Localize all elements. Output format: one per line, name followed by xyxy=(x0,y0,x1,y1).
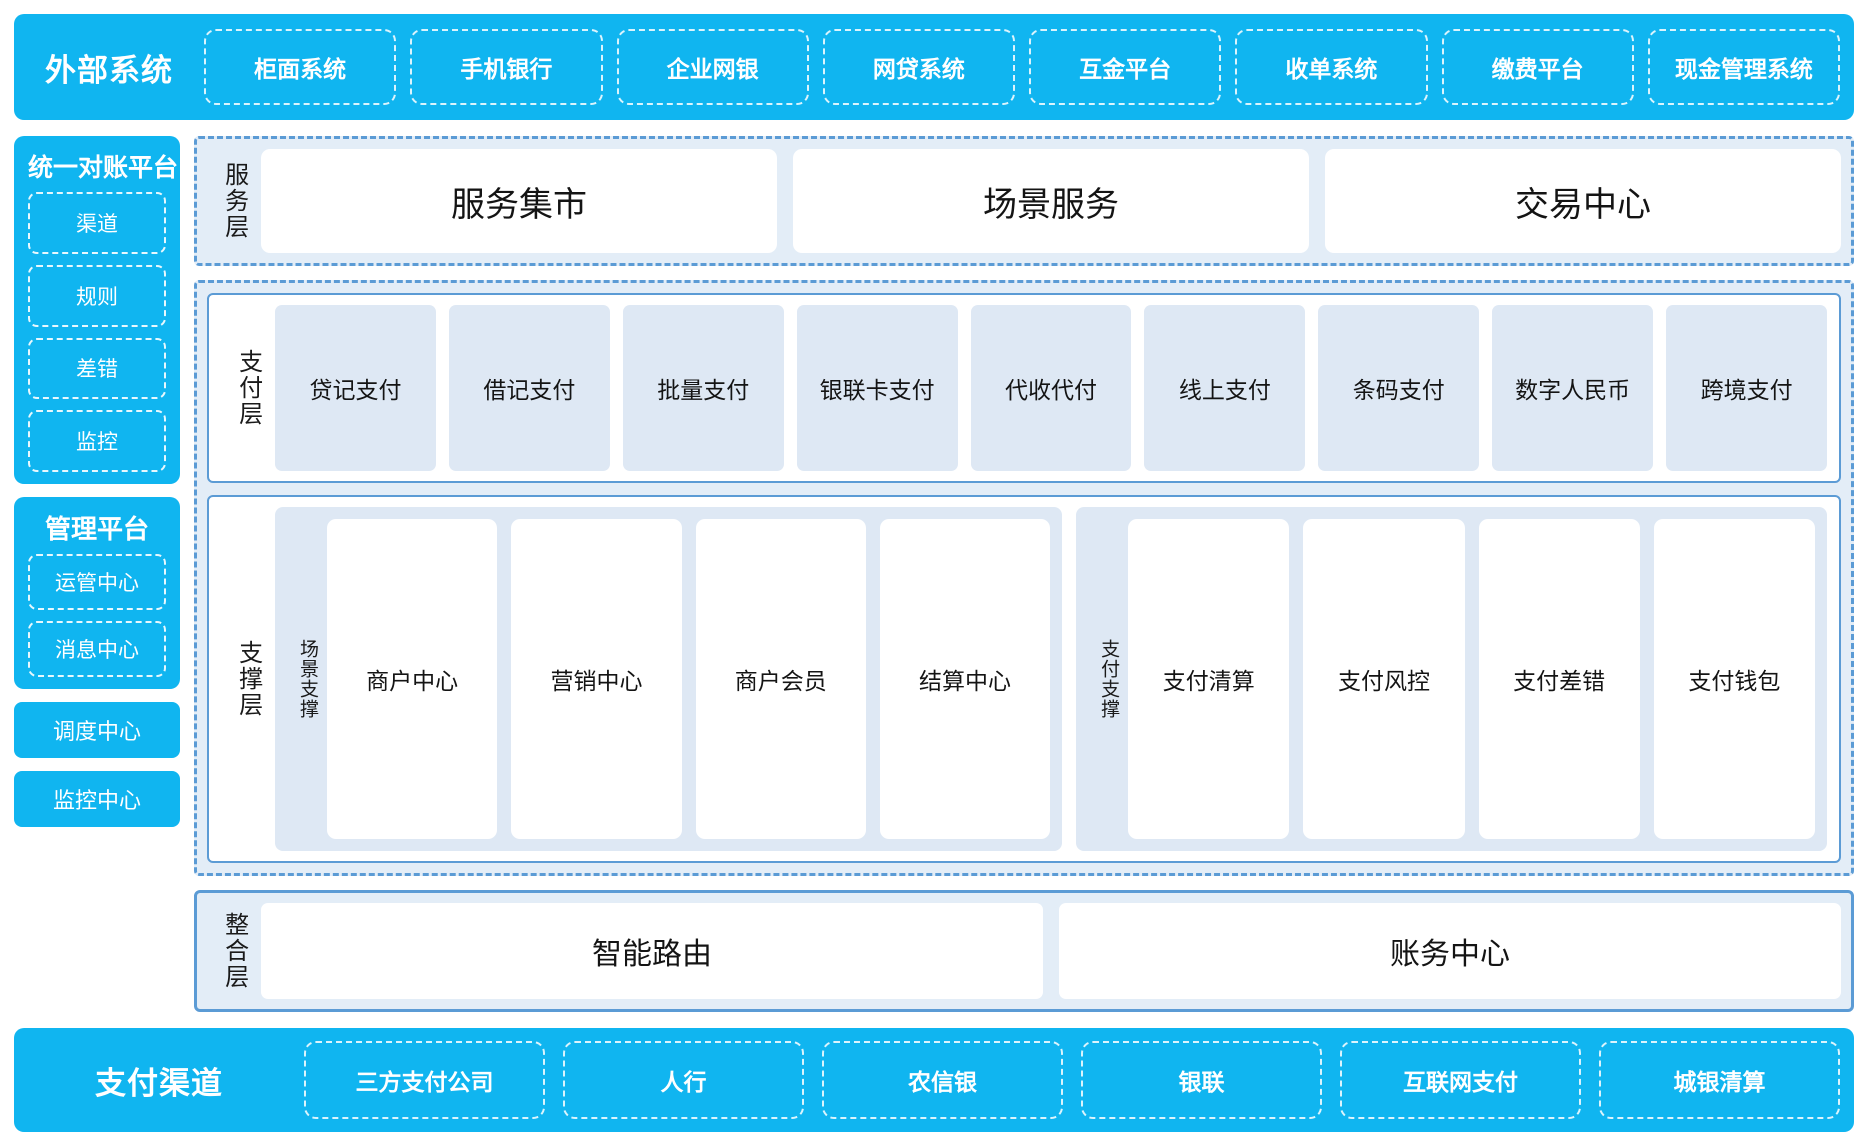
channel-rural-credit-bank[interactable]: 农信银 xyxy=(822,1041,1063,1119)
support-card-payment-clearing[interactable]: 支付清算 xyxy=(1128,519,1290,839)
external-systems-list: 柜面系统 手机银行 企业网银 网贷系统 互金平台 收单系统 缴费平台 现金管理系… xyxy=(204,29,1840,105)
support-card-payment-wallet[interactable]: 支付钱包 xyxy=(1653,519,1815,839)
service-card-transaction-center[interactable]: 交易中心 xyxy=(1325,149,1841,253)
external-system-acquiring[interactable]: 收单系统 xyxy=(1235,29,1428,105)
reconciliation-item-error[interactable]: 差错 xyxy=(28,337,166,400)
external-systems-bar: 外部系统 柜面系统 手机银行 企业网银 网贷系统 互金平台 收单系统 缴费平台 … xyxy=(14,14,1854,120)
middle-region: 统一对账平台 渠道 规则 差错 监控 管理平台 运管中心 消息中心 调度中心 监… xyxy=(14,136,1854,1012)
service-layer-zone: 服务层 服务集市 场景服务 交易中心 xyxy=(194,136,1854,266)
channel-pboc[interactable]: 人行 xyxy=(563,1041,804,1119)
integration-layer-row: 整合层 智能路由 账务中心 xyxy=(207,903,1841,999)
channel-internet-payment[interactable]: 互联网支付 xyxy=(1340,1041,1581,1119)
support-layer-panel: 支撑层 场景支撑 商户中心 营销中心 商户会员 结算中心 xyxy=(207,495,1841,863)
management-platform-title: 管理平台 xyxy=(44,514,149,544)
integration-layer-label: 整合层 xyxy=(220,912,248,990)
support-group-payment-label: 支付支撑 xyxy=(1098,639,1120,719)
external-system-cash-management[interactable]: 现金管理系统 xyxy=(1647,29,1840,105)
channel-unionpay[interactable]: 银联 xyxy=(1081,1041,1322,1119)
external-system-online-loan[interactable]: 网贷系统 xyxy=(822,29,1015,105)
management-platform-items: 运管中心 消息中心 xyxy=(28,554,166,677)
payment-card-online-payment[interactable]: 线上支付 xyxy=(1144,305,1306,471)
channel-third-party-payment[interactable]: 三方支付公司 xyxy=(304,1041,545,1119)
service-layer-cards: 服务集市 场景服务 交易中心 xyxy=(261,149,1841,253)
payment-layer-cards: 贷记支付 借记支付 批量支付 银联卡支付 代收代付 线上支付 条码支付 数字人民… xyxy=(275,305,1828,471)
reconciliation-item-monitor[interactable]: 监控 xyxy=(28,410,166,472)
payment-card-debit-payment[interactable]: 借记支付 xyxy=(448,305,610,471)
payment-layer-panel: 支付层 贷记支付 借记支付 批量支付 银联卡支付 代收代付 线上支付 条码支付 … xyxy=(207,293,1841,483)
channel-city-bank-clearing[interactable]: 城银清算 xyxy=(1599,1041,1840,1119)
payment-card-credit-payment[interactable]: 贷记支付 xyxy=(275,305,436,471)
reconciliation-item-channel[interactable]: 渠道 xyxy=(28,192,166,254)
support-group-payment-cards: 支付清算 支付风控 支付差错 支付钱包 xyxy=(1128,519,1815,839)
monitoring-center-block[interactable]: 监控中心 xyxy=(14,771,180,827)
payment-card-collection-disbursement[interactable]: 代收代付 xyxy=(970,305,1132,471)
reconciliation-platform-items: 渠道 规则 差错 监控 xyxy=(28,192,166,472)
payment-channels-bar: 支付渠道 三方支付公司 人行 农信银 银联 互联网支付 城银清算 xyxy=(14,1028,1854,1132)
service-card-service-market[interactable]: 服务集市 xyxy=(261,149,777,253)
service-card-scenario-service[interactable]: 场景服务 xyxy=(793,149,1309,253)
support-card-settlement-center[interactable]: 结算中心 xyxy=(879,519,1051,839)
support-layer-label: 支撑层 xyxy=(234,640,262,718)
payment-card-cross-border[interactable]: 跨境支付 xyxy=(1666,305,1828,471)
external-system-gui-mian[interactable]: 柜面系统 xyxy=(204,29,397,105)
payment-layer-label: 支付层 xyxy=(234,349,262,427)
external-system-corporate-ebank[interactable]: 企业网银 xyxy=(616,29,809,105)
payment-channels-title: 支付渠道 xyxy=(95,1065,223,1101)
payment-card-batch-payment[interactable]: 批量支付 xyxy=(622,305,784,471)
reconciliation-platform-panel: 统一对账平台 渠道 规则 差错 监控 xyxy=(14,136,180,484)
support-card-marketing-center[interactable]: 营销中心 xyxy=(511,519,682,839)
layer-stack: 服务层 服务集市 场景服务 交易中心 支付层 贷记支付 借记支付 批量 xyxy=(194,136,1854,1012)
external-system-internet-finance[interactable]: 互金平台 xyxy=(1029,29,1222,105)
support-group-scenario: 场景支撑 商户中心 营销中心 商户会员 结算中心 xyxy=(275,507,1063,851)
payment-card-digital-rmb[interactable]: 数字人民币 xyxy=(1492,305,1654,471)
external-system-mobile-bank[interactable]: 手机银行 xyxy=(410,29,603,105)
management-item-operations-center[interactable]: 运管中心 xyxy=(28,554,166,610)
support-group-payment: 支付支撑 支付清算 支付风控 支付差错 支付钱包 xyxy=(1076,507,1827,851)
scheduling-center-block[interactable]: 调度中心 xyxy=(14,702,180,758)
reconciliation-platform-title: 统一对账平台 xyxy=(28,154,179,182)
support-card-merchant-member[interactable]: 商户会员 xyxy=(695,519,866,839)
management-item-message-center[interactable]: 消息中心 xyxy=(28,621,166,677)
payment-card-unionpay-card[interactable]: 银联卡支付 xyxy=(796,305,958,471)
integration-card-accounting-center[interactable]: 账务中心 xyxy=(1059,903,1841,999)
external-systems-title: 外部系统 xyxy=(45,52,173,88)
management-platform-panel: 管理平台 运管中心 消息中心 xyxy=(14,497,180,689)
payment-card-barcode-payment[interactable]: 条码支付 xyxy=(1318,305,1480,471)
payment-channels-list: 三方支付公司 人行 农信银 银联 互联网支付 城银清算 xyxy=(304,1041,1840,1119)
support-card-payment-error[interactable]: 支付差错 xyxy=(1478,519,1640,839)
integration-card-smart-routing[interactable]: 智能路由 xyxy=(261,903,1043,999)
integration-layer-cards: 智能路由 账务中心 xyxy=(261,903,1841,999)
support-card-payment-risk-control[interactable]: 支付风控 xyxy=(1303,519,1465,839)
integration-layer-zone: 整合层 智能路由 账务中心 xyxy=(194,890,1854,1012)
support-layer-groups: 场景支撑 商户中心 营销中心 商户会员 结算中心 支付支撑 支付清算 xyxy=(275,507,1827,851)
reconciliation-item-rule[interactable]: 规则 xyxy=(28,264,166,327)
service-layer-label: 服务层 xyxy=(220,162,248,240)
support-card-merchant-center[interactable]: 商户中心 xyxy=(327,519,498,839)
external-system-bill-payment[interactable]: 缴费平台 xyxy=(1441,29,1634,105)
support-group-scenario-label: 场景支撑 xyxy=(296,639,318,719)
service-layer-row: 服务层 服务集市 场景服务 交易中心 xyxy=(207,149,1841,253)
core-layers-zone: 支付层 贷记支付 借记支付 批量支付 银联卡支付 代收代付 线上支付 条码支付 … xyxy=(194,280,1854,876)
support-group-scenario-cards: 商户中心 营销中心 商户会员 结算中心 xyxy=(327,519,1051,839)
left-sidebar: 统一对账平台 渠道 规则 差错 监控 管理平台 运管中心 消息中心 调度中心 监… xyxy=(14,136,180,1012)
